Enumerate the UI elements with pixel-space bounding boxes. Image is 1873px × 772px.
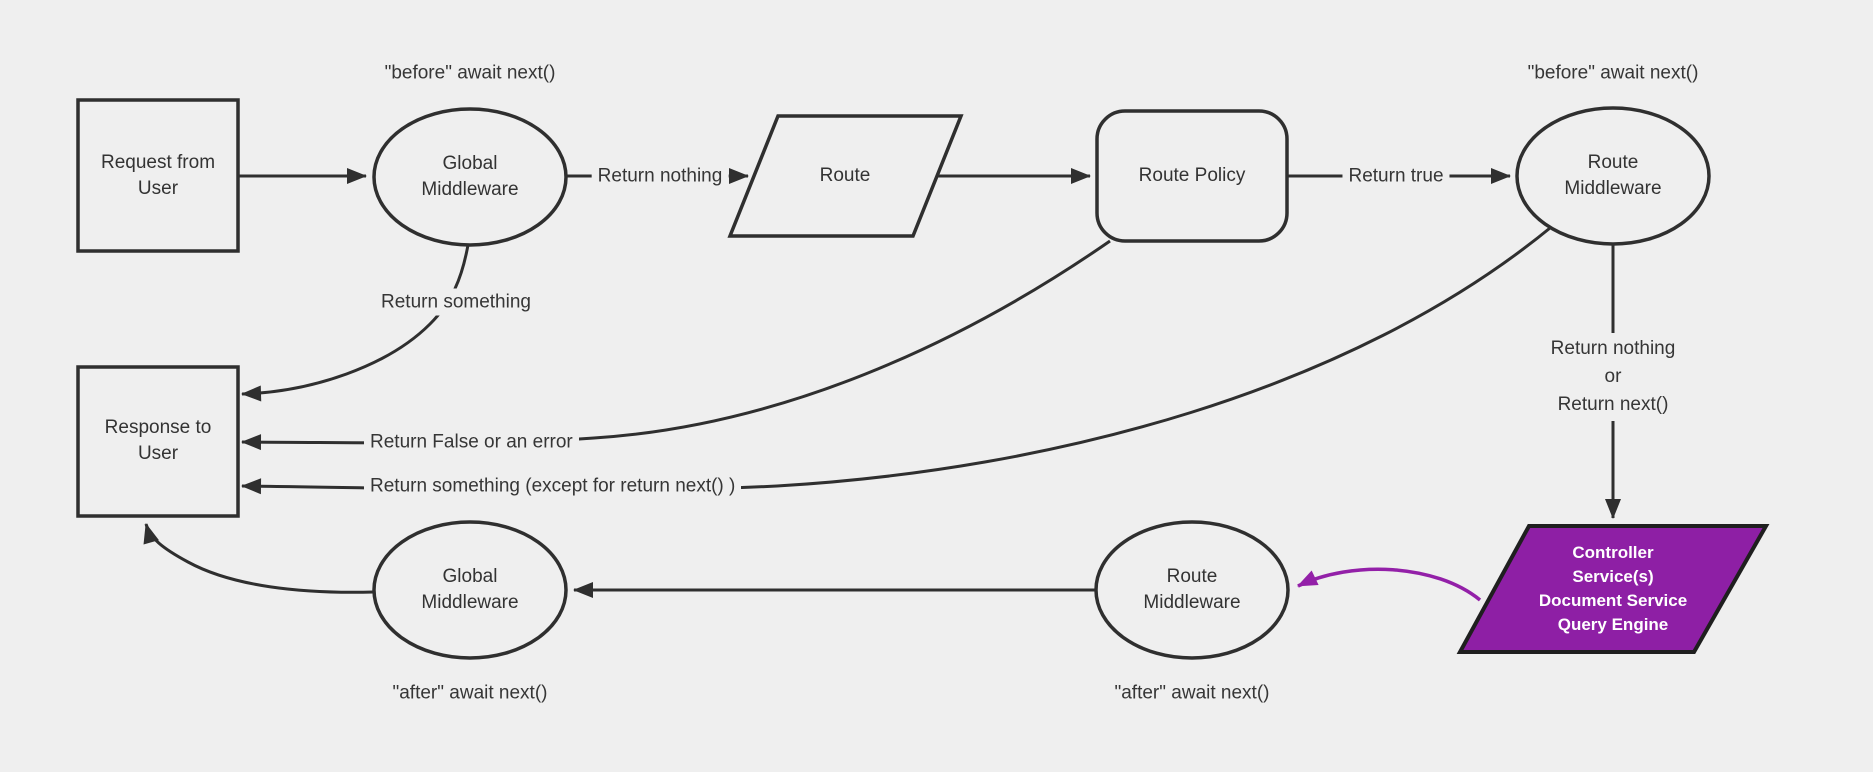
route-label: Route: [819, 165, 871, 186]
controller-line-4: Query Engine: [1557, 615, 1669, 634]
return-nothing-or-line-2: or: [1604, 366, 1622, 387]
global-middleware-top-line-2: Middleware: [421, 179, 519, 200]
controller-line-3: Document Service: [1538, 591, 1688, 610]
return-something-except-edge-label: Return something (except for return next…: [364, 472, 742, 500]
return-false-or-error-edge-label: Return False or an error: [364, 428, 579, 456]
request-line-2: User: [137, 178, 179, 199]
controller-line-1: Controller: [1572, 543, 1654, 562]
return-true-edge-label: Return true: [1342, 162, 1450, 190]
after-await-next-bottom-left-label: "after" await next(): [392, 682, 548, 704]
edge-global-middleware-bottom-to-response: [143, 523, 375, 594]
request-line-1: Request from: [100, 152, 216, 173]
before-await-next-top-right-label: "before" await next(): [1527, 62, 1699, 84]
global-middleware-bottom-line-2: Middleware: [421, 592, 519, 613]
return-nothing-or-next-edge-label: Return nothing or Return next(): [1540, 333, 1686, 421]
response-to-user-label: Response to User: [105, 415, 212, 467]
controller-parallelogram: [1456, 524, 1770, 654]
return-nothing-or-line-3: Return next(): [1557, 394, 1669, 415]
edge-return-something-to-response: [241, 244, 470, 402]
route-parallelogram: [727, 114, 964, 238]
controller-label: Controller Service(s) Document Service Q…: [1539, 541, 1687, 637]
return-something-edge-label: Return something: [375, 288, 537, 316]
request-from-user-box: [76, 98, 240, 253]
request-from-user-label: Request from User: [101, 150, 215, 202]
route-middleware-bottom-label: Route Middleware: [1143, 564, 1240, 616]
response-line-1: Response to: [104, 417, 212, 438]
global-middleware-bottom-ellipse: [372, 520, 568, 660]
global-middleware-bottom-line-1: Global: [442, 566, 498, 587]
route-middleware-bottom-line-2: Middleware: [1143, 592, 1241, 613]
route-middleware-top-label: Route Middleware: [1564, 150, 1661, 202]
edge-return-false-to-response: [241, 239, 1111, 451]
route-middleware-bottom-line-1: Route: [1166, 566, 1218, 587]
route-policy-label: Route Policy: [1138, 165, 1246, 186]
return-nothing-or-line-1: Return nothing: [1550, 338, 1676, 359]
edge-controller-to-route-middleware-bottom: [1297, 567, 1482, 602]
route-middleware-top-line-1: Route: [1587, 152, 1639, 173]
route-middleware-top-line-2: Middleware: [1564, 178, 1662, 199]
response-line-2: User: [137, 443, 179, 464]
after-await-next-bottom-right-label: "after" await next(): [1114, 682, 1270, 704]
global-middleware-top-label: Global Middleware: [421, 151, 518, 203]
controller-line-2: Service(s): [1572, 567, 1654, 586]
global-middleware-bottom-label: Global Middleware: [421, 564, 518, 616]
before-await-next-top-left-label: "before" await next(): [384, 62, 556, 84]
global-middleware-top-line-1: Global: [442, 153, 498, 174]
response-to-user-box: [76, 365, 240, 518]
return-nothing-edge-label: Return nothing: [591, 162, 729, 190]
